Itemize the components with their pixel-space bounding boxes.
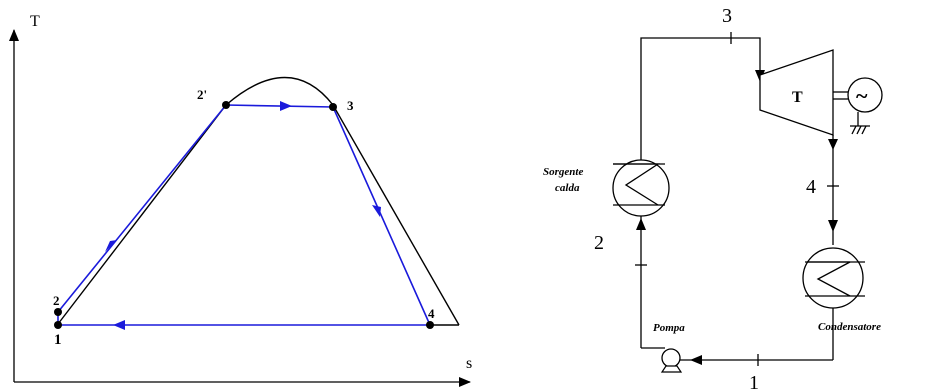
vapor-line [332, 104, 460, 326]
ts-diagram: T s 1 2 2' 3 4 [9, 13, 472, 387]
arrow-into-pump [690, 355, 702, 365]
arrow-condensation [113, 320, 125, 330]
arrow-turbine-out [828, 139, 838, 150]
dome-cap [225, 76, 334, 106]
point-2-dot [54, 308, 62, 316]
t-axis-label: T [30, 13, 40, 30]
pipe-ticks [635, 32, 839, 366]
point-2-label: 2 [53, 293, 60, 308]
condenser-label: Condensatore [818, 321, 881, 333]
cycle-polyline [57, 104, 432, 326]
hot-source-body [612, 159, 670, 217]
arrow-into-hot-source [636, 218, 646, 230]
condenser-body [802, 247, 864, 309]
coil-icon [807, 261, 851, 297]
point-2prime-label: 2' [197, 87, 207, 102]
hot-source-exchanger [612, 159, 670, 217]
pump-body [661, 348, 681, 368]
turbine-label: T [792, 89, 803, 106]
plant-point-1-label: 1 [749, 372, 759, 392]
pump-base [660, 365, 683, 373]
generator-body [847, 77, 883, 113]
state-points [54, 101, 434, 329]
plant-point-3-label: 3 [722, 5, 732, 27]
arrow-evaporation [280, 101, 292, 111]
turbine: T [759, 49, 848, 136]
plant-schematic: 3 2 4 1 T ~ [543, 5, 883, 392]
hot-source-label-line1: Sorgente [543, 166, 583, 178]
point-3-dot [329, 103, 337, 111]
arrow-expansion [372, 205, 381, 217]
point-4-dot [426, 321, 434, 329]
point-4-label: 4 [428, 306, 435, 321]
pump [660, 348, 683, 373]
plant-point-2-label: 2 [594, 232, 604, 254]
cycle-path [57, 104, 432, 326]
point-3-label: 3 [347, 98, 354, 113]
flow-arrows [636, 70, 838, 365]
condenser-exchanger [802, 247, 865, 309]
point-2prime-dot [222, 101, 230, 109]
ground-icon [850, 112, 870, 135]
point-1-dot [54, 321, 62, 329]
generator: ~ [847, 77, 883, 135]
turbine-body [759, 49, 834, 136]
saturation-dome [57, 76, 460, 326]
hot-source-label-line2: calda [555, 182, 580, 194]
generator-symbol: ~ [856, 83, 868, 108]
point-1-label: 1 [54, 332, 62, 348]
pipe-2-3 [640, 37, 761, 160]
coil-icon [613, 163, 661, 206]
s-axis-label: s [466, 355, 472, 372]
plant-point-4-label: 4 [806, 176, 816, 198]
cycle-arrows [105, 101, 381, 330]
liquid-line [57, 104, 227, 325]
arrow-heating [105, 240, 117, 252]
arrow-into-condenser [828, 220, 838, 232]
pump-label: Pompa [653, 322, 685, 334]
